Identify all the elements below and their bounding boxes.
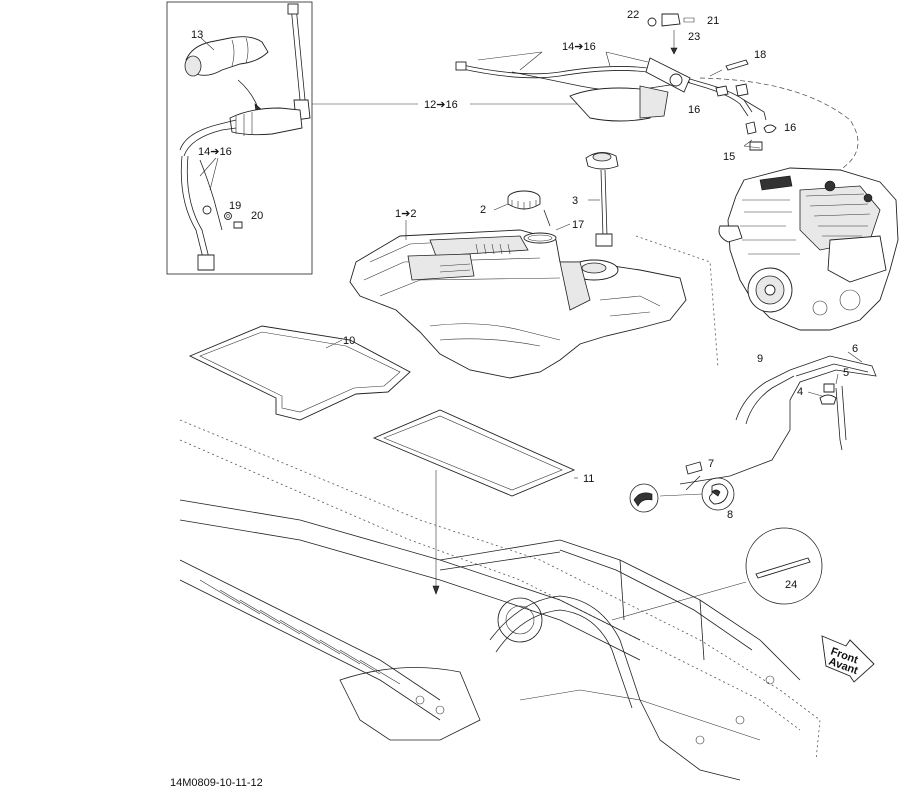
callout-3: 3 [572, 195, 578, 207]
callout-14-16a: 14➔16 [198, 146, 232, 158]
callout-18: 18 [754, 49, 766, 61]
callout-13: 13 [191, 29, 203, 41]
chassis-frame [179, 419, 821, 781]
upper-hoses-bracket [455, 57, 701, 122]
callout-24: 24 [785, 579, 797, 591]
parts-21-22-23 [647, 13, 695, 55]
callout-9: 9 [757, 353, 763, 365]
inset-detail-box [166, 1, 313, 275]
front-direction-arrow: Front Avant [821, 635, 875, 683]
part-2-cap-ring [507, 190, 541, 210]
part-11-small-mat [372, 409, 576, 497]
part-7-clamp [685, 461, 703, 475]
callout-16a: 16 [688, 104, 700, 116]
part-13-elbow [184, 36, 269, 77]
callout-23: 23 [688, 31, 700, 43]
right-fuel-lines [679, 355, 877, 485]
detail-circle-clip [629, 477, 735, 513]
callout-5: 5 [843, 367, 849, 379]
callout-1-2: 1➔2 [395, 208, 416, 220]
part-3-cap-sender [585, 152, 619, 247]
part-24-rod-detail [745, 527, 823, 605]
callout-15: 15 [723, 151, 735, 163]
callout-22: 22 [627, 9, 639, 21]
callout-8: 8 [727, 509, 733, 521]
part-10-large-mat [188, 325, 411, 421]
callout-19: 19 [229, 200, 241, 212]
callout-14-16b: 14➔16 [562, 41, 596, 53]
callout-16b: 16 [784, 122, 796, 134]
inset-vent-tube [287, 3, 311, 121]
drawing-number: 14M0809-10-11-12 [170, 777, 263, 789]
inset-hose-assembly [179, 107, 303, 271]
callout-20: 20 [251, 210, 263, 222]
fuel-tank [349, 229, 687, 379]
callout-17: 17 [572, 219, 584, 231]
callout-21: 21 [707, 15, 719, 27]
engine-assembly [718, 167, 899, 331]
callout-10: 10 [343, 335, 355, 347]
callout-6: 6 [852, 343, 858, 355]
part-18-pin [709, 59, 749, 77]
callout-7: 7 [708, 458, 714, 470]
callout-12-16: 12➔16 [424, 99, 458, 111]
part-17-o-ring [523, 232, 557, 244]
right-hoses-clamps [699, 81, 777, 151]
callout-4: 4 [797, 386, 803, 398]
callout-11: 11 [583, 473, 594, 485]
callout-2: 2 [480, 204, 486, 216]
parts-19-20-fasteners [224, 212, 243, 229]
